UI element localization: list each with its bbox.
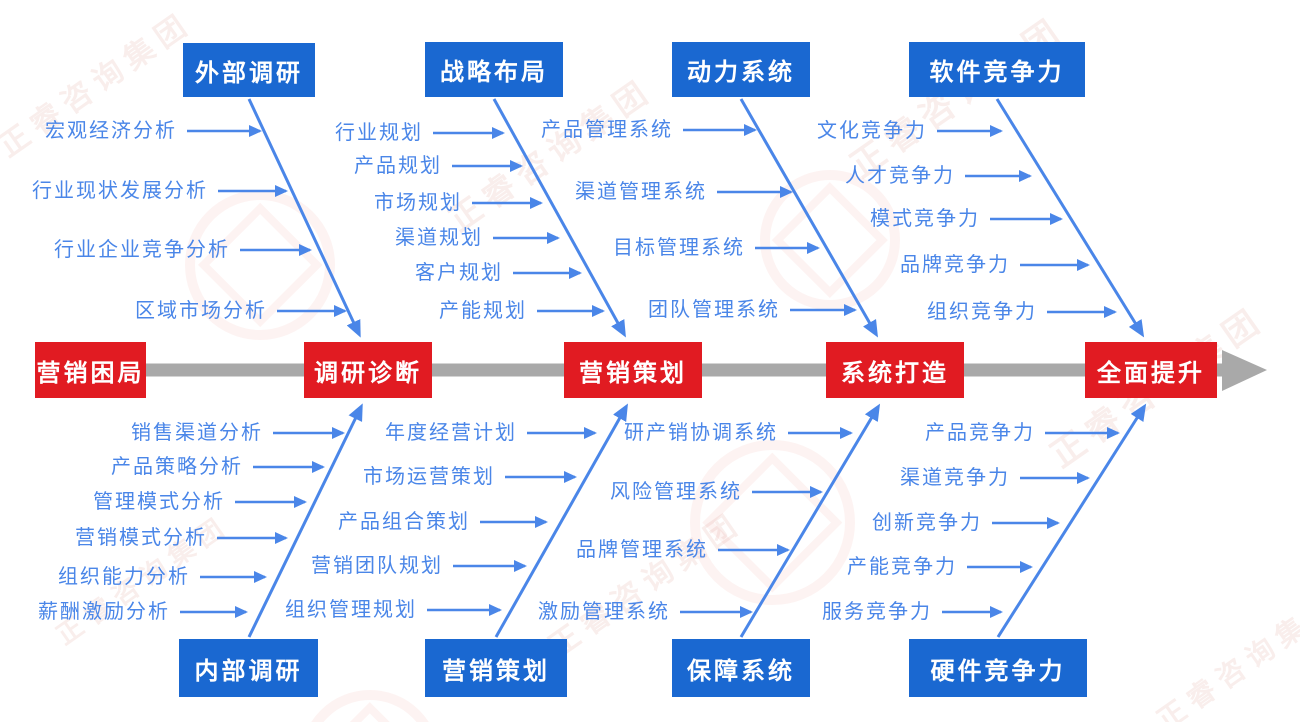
- factor-label: 产能规划: [439, 300, 527, 322]
- factor-label: 创新竞争力: [872, 512, 982, 534]
- factor-label: 产品策略分析: [111, 456, 243, 478]
- category-box-software-competitiveness: 软件竞争力: [909, 42, 1085, 97]
- branch-line: [247, 403, 363, 638]
- factor-label: 模式竞争力: [870, 208, 980, 230]
- factor-label: 行业现状发展分析: [32, 180, 208, 202]
- factor-label: 团队管理系统: [648, 299, 780, 321]
- factor-label: 组织管理规划: [285, 599, 417, 621]
- branch-line: [995, 98, 1145, 338]
- factor-label: 行业企业竞争分析: [54, 239, 230, 261]
- branch-diagonals: [247, 98, 1147, 638]
- factor-label: 客户规划: [415, 262, 503, 284]
- category-box-marketing-planning: 营销策划: [425, 639, 567, 697]
- factor-label: 组织能力分析: [58, 566, 190, 588]
- factor-label: 薪酬激励分析: [38, 601, 170, 623]
- factor-label: 管理模式分析: [93, 491, 225, 513]
- factor-label: 人才竞争力: [845, 165, 955, 187]
- category-box-support-system: 保障系统: [672, 639, 810, 697]
- stage-box-system-building: 系统打造: [826, 342, 964, 398]
- watermark-logo: [690, 440, 855, 605]
- factor-label: 品牌竞争力: [900, 254, 1010, 276]
- factor-label: 风险管理系统: [610, 481, 742, 503]
- category-box-hardware-competitiveness: 硬件竞争力: [909, 639, 1087, 697]
- branch-line: [739, 98, 878, 338]
- factor-label: 销售渠道分析: [131, 422, 263, 444]
- stage-box-marketing-dilemma: 营销困局: [35, 342, 146, 398]
- factor-label: 产品组合策划: [338, 511, 470, 533]
- factor-label: 研产销协调系统: [624, 422, 778, 444]
- factor-label: 品牌管理系统: [576, 539, 708, 561]
- factor-label: 组织竞争力: [927, 301, 1037, 323]
- factor-label: 产品管理系统: [541, 119, 673, 141]
- branch-line: [996, 403, 1147, 638]
- factor-label: 产品竞争力: [925, 422, 1035, 444]
- stage-box-research-diagnosis: 调研诊断: [304, 342, 432, 398]
- factor-label: 年度经营计划: [385, 422, 517, 444]
- category-box-internal-research: 内部调研: [179, 639, 318, 697]
- category-box-strategic-layout: 战略布局: [425, 42, 563, 97]
- factor-label: 宏观经济分析: [45, 120, 177, 142]
- watermark-logo: [185, 190, 335, 340]
- factor-label: 产品规划: [354, 155, 442, 177]
- factor-label: 渠道规划: [395, 227, 483, 249]
- factor-label: 市场规划: [374, 192, 462, 214]
- factor-label: 服务竞争力: [822, 601, 932, 623]
- stage-box-marketing-planning: 营销策划: [564, 342, 702, 398]
- branch-line: [247, 98, 361, 338]
- spine-arrowhead: [1222, 350, 1267, 391]
- factor-label: 市场运营策划: [363, 466, 495, 488]
- category-box-power-system: 动力系统: [672, 42, 810, 97]
- factor-label: 目标管理系统: [613, 237, 745, 259]
- factor-label: 行业规划: [335, 122, 423, 144]
- factor-label: 营销团队规划: [311, 555, 443, 577]
- branch-line: [739, 403, 881, 638]
- factor-label: 营销模式分析: [75, 527, 207, 549]
- factor-label: 渠道竞争力: [900, 467, 1010, 489]
- stage-box-overall-improvement: 全面提升: [1085, 342, 1217, 398]
- factor-label: 产能竞争力: [847, 556, 957, 578]
- branch-line: [494, 403, 628, 638]
- factor-label: 渠道管理系统: [575, 181, 707, 203]
- category-box-external-research: 外部调研: [183, 43, 315, 97]
- factor-label: 文化竞争力: [817, 120, 927, 142]
- factor-arrows: [180, 124, 1120, 618]
- factor-label: 区域市场分析: [135, 300, 267, 322]
- branch-line: [492, 98, 626, 338]
- watermark-logo: [760, 170, 900, 310]
- factor-label: 激励管理系统: [538, 601, 670, 623]
